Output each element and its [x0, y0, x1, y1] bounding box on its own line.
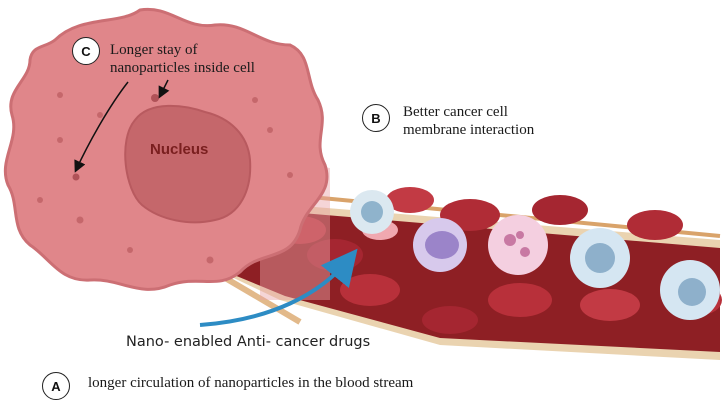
wbc-granule — [520, 247, 530, 257]
nanoparticle — [127, 247, 133, 253]
nanoparticle — [97, 112, 103, 118]
nanoparticle — [206, 256, 214, 264]
rbc — [386, 187, 434, 213]
nanoparticle — [72, 173, 80, 181]
nanoparticle — [287, 172, 293, 178]
badge-a: A — [42, 372, 70, 400]
wbc — [488, 215, 548, 275]
wbc-nucleus — [678, 278, 706, 306]
wbc-granule — [516, 231, 524, 239]
label-a: longer circulation of nanoparticles in t… — [88, 375, 414, 391]
wbc-nucleus — [425, 231, 459, 259]
badge-c: C — [72, 37, 100, 65]
wbc-nucleus — [585, 243, 615, 273]
nanoparticle — [57, 92, 63, 98]
white-blood-cells — [350, 190, 720, 320]
nanoparticle — [57, 137, 63, 143]
nanoparticle — [151, 94, 159, 102]
arrow-to-particle-c2 — [158, 79, 170, 99]
drug-label: Nano- enabled Anti- cancer drugs — [126, 334, 371, 350]
nanoparticle — [252, 97, 258, 103]
wbc-nucleus — [361, 201, 383, 223]
arrow-to-particle-c — [74, 81, 129, 173]
nanoparticle — [76, 216, 84, 224]
rbc — [340, 274, 400, 306]
badge-b: B — [362, 104, 390, 132]
rbc — [627, 210, 683, 240]
rbc — [422, 306, 478, 334]
nucleus — [124, 104, 252, 224]
label-b-line2: membrane interaction — [403, 122, 535, 138]
wbc-granule — [504, 234, 516, 246]
nanoparticle — [37, 197, 43, 203]
rbc — [488, 283, 552, 317]
rbc — [580, 289, 640, 321]
drug-arrow — [199, 248, 358, 327]
label-c-line2: nanoparticles inside cell — [110, 60, 255, 76]
nucleus-label: Nucleus — [150, 141, 209, 158]
cancer-cell — [3, 7, 329, 291]
nanoparticle — [267, 127, 273, 133]
label-b-line1: Better cancer cell — [403, 104, 508, 120]
label-c-line1: Longer stay of — [110, 42, 198, 58]
rbc — [532, 195, 588, 225]
